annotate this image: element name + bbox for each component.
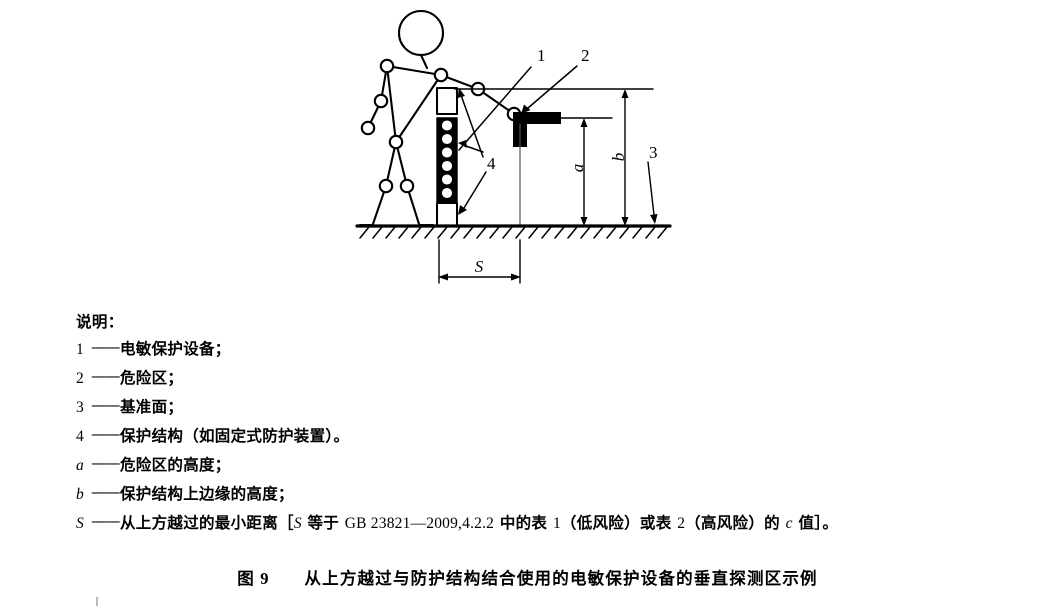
legend-dash: ——	[91, 425, 121, 443]
dimension-label-s: S	[475, 257, 484, 276]
legend-block: 说明： 1 —— 电敏保护设备； 2 —— 危险区； 3 —— 基准面； 4 —…	[76, 313, 976, 543]
legend-heading: 说明：	[76, 313, 124, 331]
protective-structure-top-block	[436, 87, 458, 115]
espe-sensor-element	[440, 146, 454, 159]
espe-sensor-element	[440, 159, 454, 173]
joint-right-knee	[399, 178, 415, 194]
scan-artifact	[96, 597, 98, 606]
callout-label-1: 1	[537, 46, 546, 65]
table2-risk: （高风险）的	[685, 514, 780, 532]
caption-spacer	[277, 569, 298, 588]
stick-figure-shoulder-line	[385, 64, 443, 77]
callout-3-leader	[647, 161, 658, 224]
espe-sensor-element	[440, 132, 454, 146]
legend-dash: ——	[91, 512, 121, 530]
callout-label-3: 3	[649, 143, 658, 162]
legend-text: 保护结构上边缘的高度；	[120, 485, 294, 503]
joint-hip	[388, 134, 404, 150]
stick-figure-torso-left	[385, 64, 398, 144]
figure-title: 从上方越过与防护结构结合使用的电敏保护设备的垂直探测区示例	[304, 569, 818, 588]
espe-sensor-element	[440, 186, 454, 200]
legend-dash: ——	[91, 338, 121, 356]
s-suffix: 值］。	[798, 514, 839, 532]
callout-label-4: 4	[487, 154, 496, 173]
stick-figure-left-thigh	[384, 140, 398, 188]
legend-key: b	[76, 486, 84, 503]
legend-key: a	[76, 457, 84, 474]
joint-left-shoulder	[379, 58, 395, 74]
stick-figure-head	[397, 9, 445, 57]
legend-dash: ——	[91, 483, 121, 501]
legend-dash: ——	[91, 396, 121, 414]
stick-figure-right-forearm	[476, 87, 516, 116]
legend-item-4: 4 —— 保护结构（如固定式防护装置）。	[76, 425, 976, 446]
legend-text: 危险区；	[120, 369, 184, 387]
legend-item-a: a —— 危险区的高度；	[76, 454, 976, 475]
joint-left-hand	[360, 120, 376, 136]
legend-text: 电敏保护设备；	[120, 340, 231, 358]
legend-dash: ——	[91, 367, 121, 385]
espe-sensor-element	[440, 119, 454, 132]
legend-dash: ——	[91, 454, 121, 472]
callout-4-leaders	[457, 88, 487, 215]
joint-right-shoulder	[433, 67, 449, 83]
dimension-b	[621, 89, 629, 226]
espe-sensor-element	[440, 173, 454, 186]
joint-left-elbow	[373, 93, 389, 109]
comma-1: ,	[458, 515, 463, 532]
callout-label-2: 2	[581, 46, 590, 65]
table1-risk: （低风险）或表	[560, 514, 672, 532]
stick-figure-right-thigh	[394, 140, 409, 188]
espe-sensor-array	[440, 119, 454, 200]
figure-diagram-container: 1 2 3 4 a b S	[0, 0, 1055, 300]
c-symbol: c	[785, 515, 793, 532]
dimension-label-a: a	[568, 164, 587, 173]
callout-1-leader	[458, 66, 532, 151]
legend-text: 保护结构（如固定式防护装置）。	[120, 427, 350, 445]
figure-number: 图 9	[237, 569, 270, 588]
legend-item-s: S —— 从上方越过的最小距离［S 等于 GB 23821—2009,4.2.2…	[76, 512, 976, 533]
clause-number: 4.2.2	[462, 515, 495, 532]
legend-text: 基准面；	[120, 398, 184, 416]
dimension-a	[580, 118, 588, 226]
stick-figure-torso-right	[394, 73, 443, 144]
vertical-detection-zone-diagram: 1 2 3 4 a b S	[355, 9, 672, 284]
legend-key: 4	[76, 428, 84, 445]
s-mid2: 中的表	[499, 514, 548, 532]
legend-item-b: b —— 保护结构上边缘的高度；	[76, 483, 976, 504]
joint-left-knee	[378, 178, 394, 194]
standard-number: GB 23821—2009	[344, 515, 459, 532]
legend-key: S	[76, 515, 84, 532]
legend-text: 危险区的高度；	[120, 456, 231, 474]
figure-caption: 图 9 从上方越过与防护结构结合使用的电敏保护设备的垂直探测区示例	[0, 565, 1055, 589]
legend-item-1: 1 —— 电敏保护设备；	[76, 338, 976, 359]
dimension-s	[438, 239, 521, 284]
protective-structure-bottom-block	[436, 202, 458, 227]
stick-figure-neck	[419, 53, 429, 70]
legend-item-3: 3 —— 基准面；	[76, 396, 976, 417]
table2-number: 2	[677, 515, 686, 532]
reference-plane	[355, 224, 672, 239]
callout-2-leader	[521, 65, 578, 114]
reference-plane-hatching	[359, 226, 668, 239]
dimension-label-b: b	[609, 153, 628, 162]
s-prefix: 从上方越过的最小距离［	[120, 514, 294, 532]
s-symbol: S	[293, 515, 302, 532]
legend-text-s: 从上方越过的最小距离［S 等于 GB 23821—2009,4.2.2 中的表 …	[120, 514, 838, 533]
legend-key: 1	[76, 341, 84, 358]
table1-number: 1	[552, 515, 561, 532]
legend-item-2: 2 —— 危险区；	[76, 367, 976, 388]
legend-key: 2	[76, 370, 84, 387]
s-mid1: 等于	[307, 514, 340, 532]
legend-key: 3	[76, 399, 84, 416]
